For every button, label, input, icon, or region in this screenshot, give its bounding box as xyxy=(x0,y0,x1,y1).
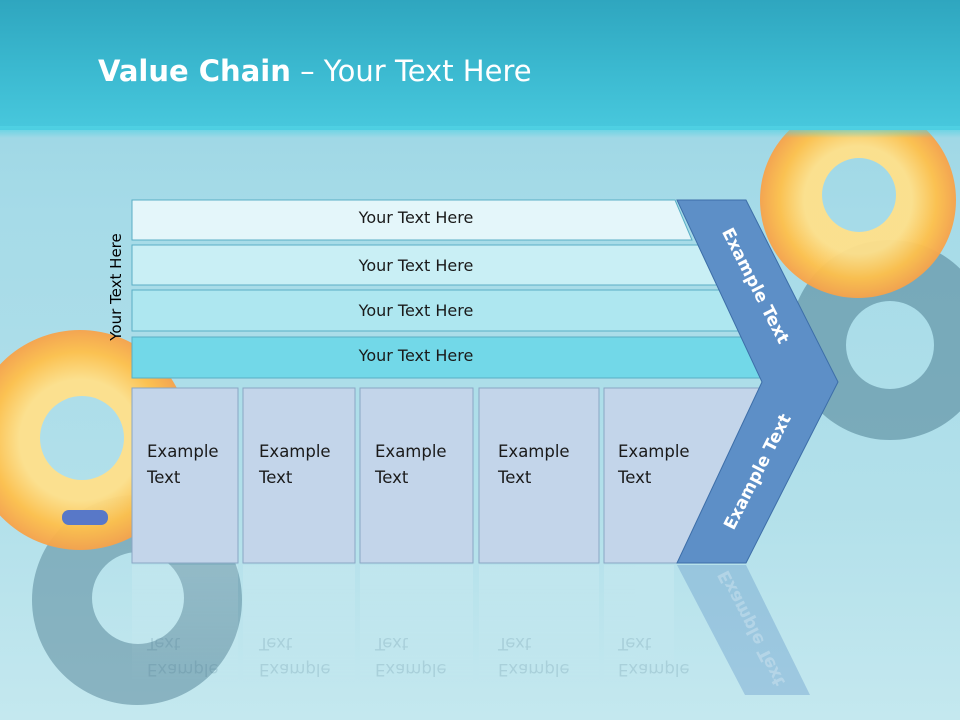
title-rest: – Your Text Here xyxy=(290,54,532,88)
box-4 xyxy=(478,387,600,564)
box-2 xyxy=(242,387,356,564)
bar-2-label: Your Text Here xyxy=(358,256,474,275)
box-3 xyxy=(359,387,474,564)
box-1 xyxy=(131,387,239,564)
header-edge xyxy=(0,126,960,138)
bar-4-label: Your Text Here xyxy=(358,346,474,365)
chevron-arrow xyxy=(676,199,839,564)
side-label: Your Text Here xyxy=(107,233,125,341)
ring-right xyxy=(760,102,956,298)
ring-valve xyxy=(62,510,108,525)
bar-3-label: Your Text Here xyxy=(358,301,474,320)
bar-1 xyxy=(131,199,693,241)
header-band xyxy=(0,0,960,130)
bar-1-label: Your Text Here xyxy=(358,208,474,227)
chevron-reflection xyxy=(677,565,810,695)
boxes-reflection xyxy=(132,565,674,685)
slide-title: Value Chain – Your Text Here xyxy=(98,54,532,88)
title-bold: Value Chain xyxy=(98,54,291,88)
